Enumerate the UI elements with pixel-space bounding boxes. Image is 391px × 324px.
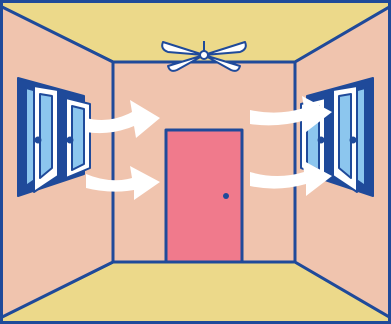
- door-knob: [223, 193, 229, 199]
- door: [166, 130, 242, 262]
